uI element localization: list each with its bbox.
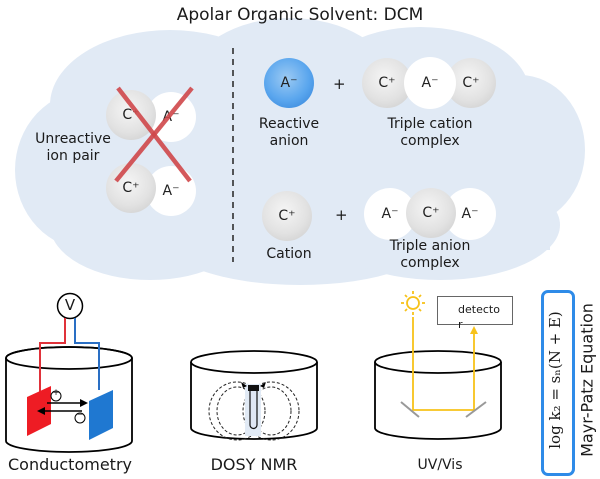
ion-cation: C⁺ (106, 163, 156, 213)
plus-symbol-label: + (52, 388, 60, 398)
ion-cation: C⁺ (446, 58, 496, 108)
detector-box: detecto r (437, 296, 513, 331)
nmr-tube-icon (249, 391, 258, 430)
negative-electrode (89, 390, 113, 440)
label-line: complex (400, 254, 460, 271)
label-line: Triple cation (387, 116, 473, 132)
ion-cation: C⁺ (406, 188, 456, 238)
voltmeter-icon (56, 292, 84, 320)
page-title: Apolar Organic Solvent: DCM (176, 5, 424, 25)
reactive-anion-ion: A⁻ (264, 58, 314, 108)
ion-cation: C⁺ (106, 90, 156, 140)
uvvis-label: UV/Vis (417, 457, 463, 473)
conductometry-label: Conductometry (7, 455, 132, 474)
light-source-icon (401, 291, 425, 315)
plus-sign: + (335, 206, 348, 224)
cation-label: Cation (266, 246, 312, 262)
label-line: Unreactive (35, 131, 111, 147)
minus-symbol-label: − (76, 410, 84, 420)
unreactive-ion-pair-label: Unreactive ion pair (28, 131, 118, 165)
label-line: complex (400, 132, 460, 149)
detector-label: detecto r (458, 303, 500, 331)
label-line: ion pair (46, 147, 100, 164)
uvvis-apparatus (374, 291, 502, 440)
equation-name: Mayr-Patz Equation (577, 303, 597, 457)
dosy-nmr-label: DOSY NMR (210, 455, 298, 474)
triple-anion-complex-label: Triple anion complex (370, 238, 490, 272)
ion-cation: C⁺ (362, 58, 412, 108)
label-line: Reactive (258, 116, 320, 132)
plus-sign: + (333, 75, 346, 93)
cation-ion: C⁺ (262, 191, 312, 241)
label-line: anion (269, 132, 309, 149)
dosy-nmr-apparatus (190, 350, 318, 441)
conductometry-apparatus (5, 292, 133, 453)
voltmeter-label: V (64, 296, 76, 314)
plus-symbol-icon (50, 390, 62, 402)
light-path (412, 317, 475, 411)
minus-symbol-icon (74, 412, 86, 424)
triple-cation-complex-label: Triple cation complex (370, 116, 490, 150)
nmr-tube-cap (248, 385, 259, 391)
mirror-right (465, 401, 487, 418)
label-line: Triple anion (389, 238, 471, 254)
equation-box (541, 290, 575, 476)
mayr-patz-formula: log k₂ = sₙ(N + E) (546, 311, 564, 449)
mirror-left (400, 401, 420, 418)
ion-anion: A⁻ (404, 57, 456, 109)
reactive-anion-label: Reactive anion (244, 116, 334, 150)
